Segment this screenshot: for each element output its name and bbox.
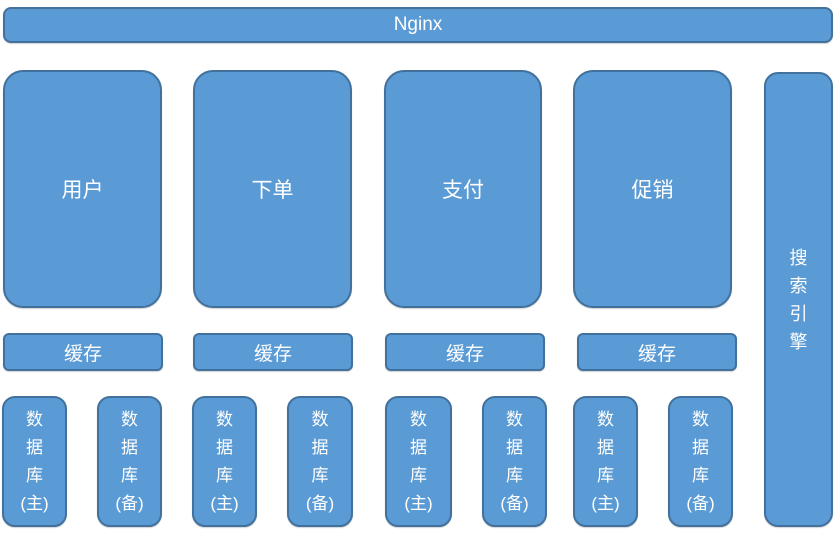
database-box-promotion-primary: 数 据 库 (主) [573,396,638,527]
database-box-order-backup: 数 据 库 (备) [287,396,353,527]
service-box-payment: 支付 [384,70,542,308]
search-engine-box: 搜 索 引 擎 [764,72,833,527]
database-box-order-primary: 数 据 库 (主) [192,396,257,527]
database-box-user-backup: 数 据 库 (备) [97,396,162,527]
service-box-user: 用户 [3,70,162,308]
database-box-payment-primary: 数 据 库 (主) [385,396,452,527]
database-box-user-primary: 数 据 库 (主) [2,396,67,527]
database-box-promotion-backup: 数 据 库 (备) [668,396,733,527]
cache-box-order: 缓存 [193,333,353,371]
cache-box-payment: 缓存 [385,333,545,371]
nginx-box: Nginx [3,7,833,43]
database-box-payment-backup: 数 据 库 (备) [482,396,547,527]
service-box-order: 下单 [193,70,352,308]
cache-box-promotion: 缓存 [577,333,737,371]
service-box-promotion: 促销 [573,70,732,308]
cache-box-user: 缓存 [3,333,163,371]
